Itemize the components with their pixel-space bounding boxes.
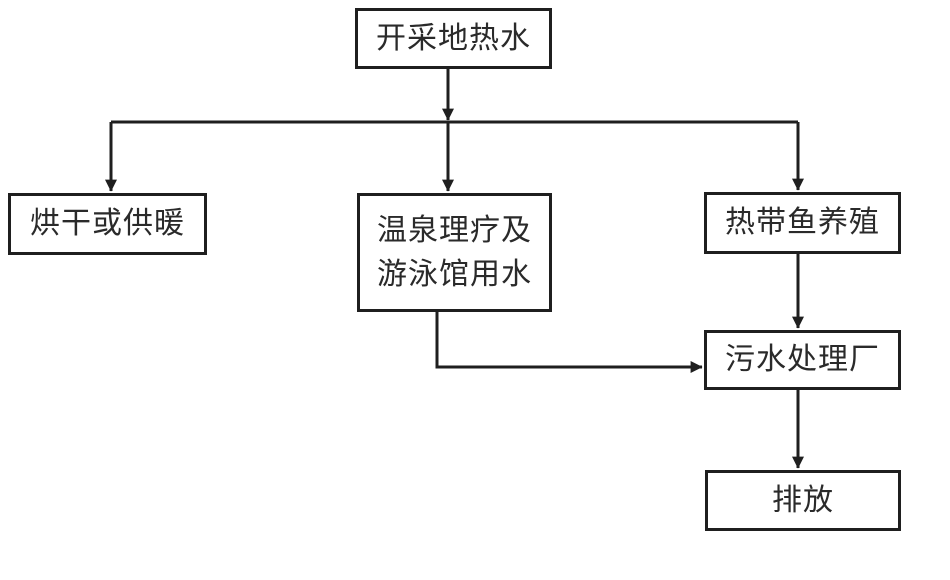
arrow-spa-to-sewage bbox=[435, 312, 703, 373]
node-label: 温泉理疗及 游泳馆用水 bbox=[377, 209, 532, 297]
node-drying-or-heating: 烘干或供暖 bbox=[8, 193, 207, 255]
node-sewage-treatment-plant: 污水处理厂 bbox=[704, 330, 901, 390]
node-label: 烘干或供暖 bbox=[30, 207, 185, 240]
node-label: 排放 bbox=[772, 483, 834, 517]
node-label: 热带鱼养殖 bbox=[725, 206, 880, 239]
node-label: 污水处理厂 bbox=[725, 343, 880, 376]
node-spa-therapy-pool-water: 温泉理疗及 游泳馆用水 bbox=[357, 193, 552, 312]
node-discharge: 排放 bbox=[705, 470, 901, 531]
node-label: 开采地热水 bbox=[376, 21, 531, 55]
node-tropical-fish-farming: 热带鱼养殖 bbox=[704, 192, 901, 254]
node-extract-geothermal-water: 开采地热水 bbox=[355, 8, 552, 69]
node-label-line-1: 温泉理疗及 bbox=[377, 213, 532, 247]
node-label-line-2: 游泳馆用水 bbox=[377, 257, 532, 291]
